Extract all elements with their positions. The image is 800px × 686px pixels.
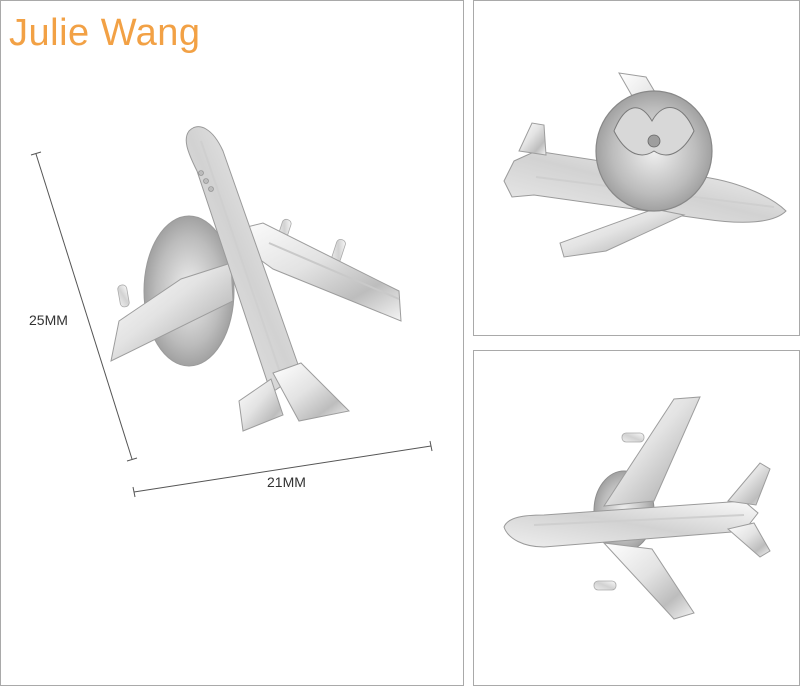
main-product-illustration (30, 126, 433, 498)
height-dimension-line (30, 151, 138, 462)
width-dimension-label: 21MM (267, 474, 306, 490)
main-product-panel: Julie Wang (0, 0, 464, 686)
airplane-pin-angled (503, 396, 771, 620)
back-view-panel (473, 0, 800, 336)
height-dimension-label: 25MM (29, 312, 68, 328)
airplane-pin-front (110, 126, 402, 432)
angled-view-panel (473, 350, 800, 686)
width-dimension-line (132, 440, 433, 498)
airplane-pin-back (503, 72, 787, 258)
brand-logo-text: Julie Wang (9, 12, 201, 54)
